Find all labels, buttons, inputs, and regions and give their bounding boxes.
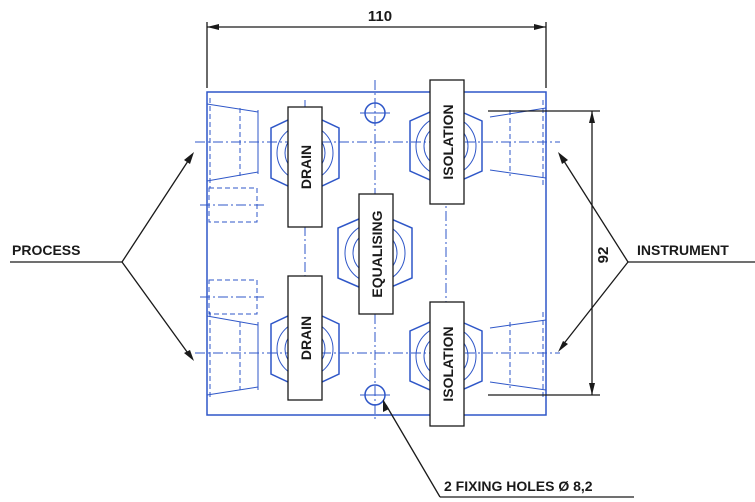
fixing-hole-top <box>360 102 390 124</box>
height-dimension: 92 <box>488 110 612 396</box>
fixing-holes-callout: 2 FIXING HOLES Ø 8,2 <box>383 399 634 498</box>
right-port-bottom <box>489 312 547 398</box>
valve-drain-top: DRAIN <box>287 106 323 228</box>
process-label: PROCESS <box>12 242 80 258</box>
fixing-holes-label: 2 FIXING HOLES Ø 8,2 <box>444 478 593 494</box>
valve-drain-bottom-label: DRAIN <box>298 316 314 360</box>
fixing-hole-bottom <box>360 384 390 406</box>
valve-isolation-top: ISOLATION <box>429 79 465 205</box>
valve-equalising-label: EQUALISING <box>369 210 385 297</box>
height-dimension-value: 92 <box>595 247 612 264</box>
left-port-bottom <box>206 312 259 400</box>
valve-drain-bottom: DRAIN <box>287 275 323 401</box>
width-dimension: 110 <box>206 8 547 88</box>
instrument-label: INSTRUMENT <box>637 242 729 258</box>
left-side-bore-top <box>200 187 265 223</box>
width-dimension-value: 110 <box>368 8 392 25</box>
valve-isolation-bottom-label: ISOLATION <box>440 326 456 401</box>
process-callout: PROCESS <box>10 152 194 361</box>
left-port-top <box>206 98 259 188</box>
valve-isolation-top-label: ISOLATION <box>440 104 456 179</box>
instrument-callout: INSTRUMENT <box>558 152 755 352</box>
valve-isolation-bottom: ISOLATION <box>429 301 465 427</box>
left-side-bore-bottom <box>200 279 265 315</box>
valve-equalising: EQUALISING <box>358 193 394 315</box>
right-port-top <box>489 100 547 186</box>
valve-drain-top-label: DRAIN <box>298 145 314 189</box>
